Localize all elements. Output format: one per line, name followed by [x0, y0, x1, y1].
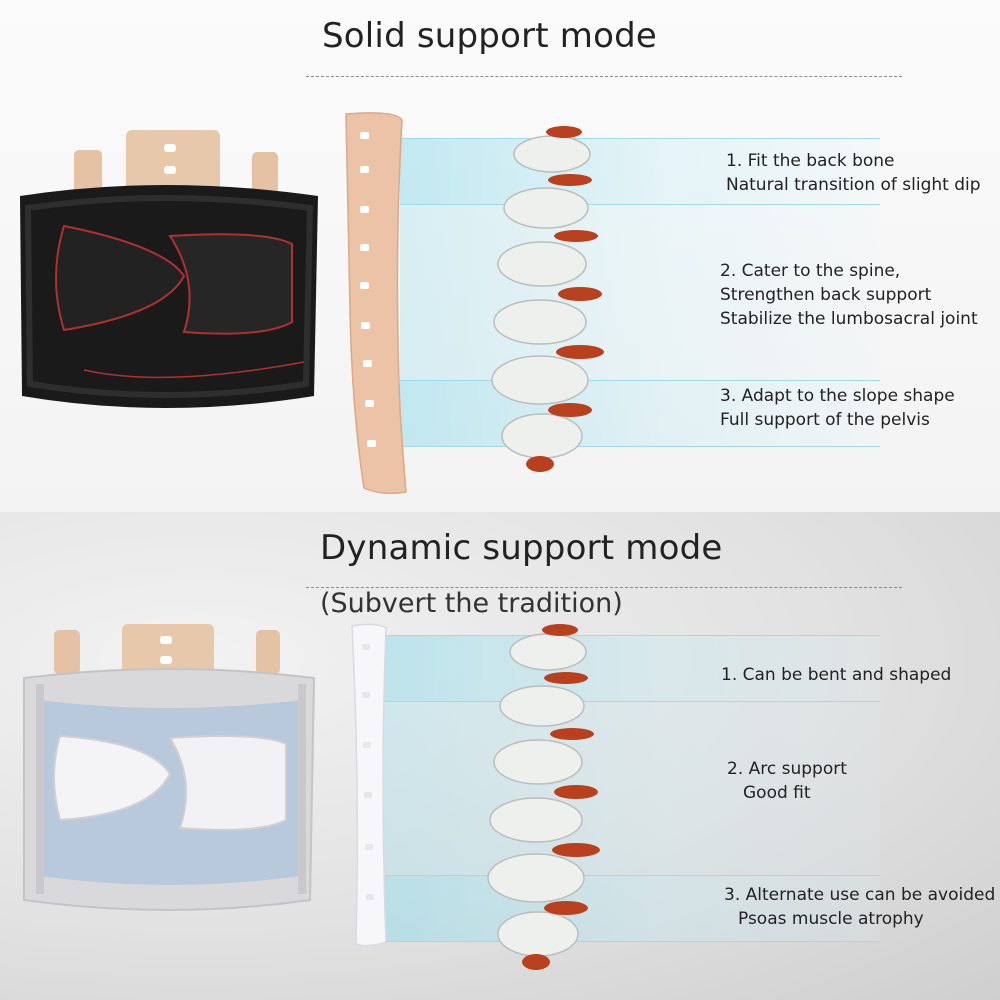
flexible-support-plate-image: [346, 622, 396, 950]
dynamic-guide-line: [384, 875, 880, 876]
solid-feature-1: 1. Fit the back bone Natural transition …: [726, 149, 981, 197]
grey-lumbar-belt-image: [20, 624, 320, 914]
solid-guide-line: [400, 138, 880, 139]
dynamic-support-section: Dynamic support mode (Subvert the tradit…: [0, 512, 1000, 1000]
solid-highlight-band-1: [400, 138, 880, 204]
dynamic-guide-line: [384, 701, 880, 702]
dynamic-highlight-band-2: [384, 701, 880, 875]
dynamic-feature-3: 3. Alternate use can be avoided Psoas mu…: [724, 883, 995, 931]
solid-guide-line: [400, 446, 880, 447]
spine-illustration: [482, 124, 612, 476]
solid-guide-line: [400, 204, 880, 205]
solid-feature-3: 3. Adapt to the slope shape Full support…: [720, 384, 955, 432]
solid-feature-3-line-1: 3. Adapt to the slope shape: [720, 386, 955, 406]
solid-feature-2-line-2: Strengthen back support: [720, 285, 932, 305]
dynamic-mode-title: Dynamic support mode: [320, 528, 723, 568]
solid-feature-2: 2. Cater to the spine, Strengthen back s…: [720, 259, 978, 331]
solid-title-divider: [306, 76, 902, 77]
rigid-support-plate-image: [336, 110, 416, 496]
dynamic-feature-3-line-1: 3. Alternate use can be avoided: [724, 885, 996, 905]
solid-feature-2-line-1: 2. Cater to the spine,: [720, 261, 901, 281]
solid-highlight-band-2: [400, 204, 880, 380]
solid-feature-3-line-2: Full support of the pelvis: [720, 410, 930, 430]
dynamic-mode-subtitle: (Subvert the tradition): [320, 588, 623, 619]
black-lumbar-belt-image: [14, 126, 324, 412]
solid-feature-1-line-2: Natural transition of slight dip: [726, 175, 981, 195]
dynamic-feature-2-line-1: 2. Arc support: [727, 759, 847, 779]
solid-support-section: Solid support mode: [0, 0, 1000, 512]
dynamic-guide-line: [384, 941, 880, 942]
dynamic-guide-line: [384, 635, 880, 636]
solid-feature-1-line-1: 1. Fit the back bone: [726, 151, 895, 171]
solid-guide-line: [400, 380, 880, 381]
dynamic-feature-1: 1. Can be bent and shaped: [721, 663, 951, 687]
dynamic-feature-2-line-2: Good fit: [743, 783, 811, 803]
dynamic-highlight-band-3: [384, 875, 880, 941]
dynamic-feature-1-line-1: 1. Can be bent and shaped: [721, 665, 952, 685]
solid-highlight-band-3: [400, 380, 880, 446]
solid-feature-2-line-3: Stabilize the lumbosacral joint: [720, 309, 978, 329]
dynamic-feature-3-line-2: Psoas muscle atrophy: [738, 909, 924, 929]
solid-mode-title: Solid support mode: [322, 16, 658, 56]
spine-illustration: [478, 622, 608, 974]
dynamic-feature-2: 2. Arc support Good fit: [727, 757, 847, 805]
dynamic-title-divider: [306, 587, 902, 588]
dynamic-highlight-band-1: [384, 635, 880, 701]
